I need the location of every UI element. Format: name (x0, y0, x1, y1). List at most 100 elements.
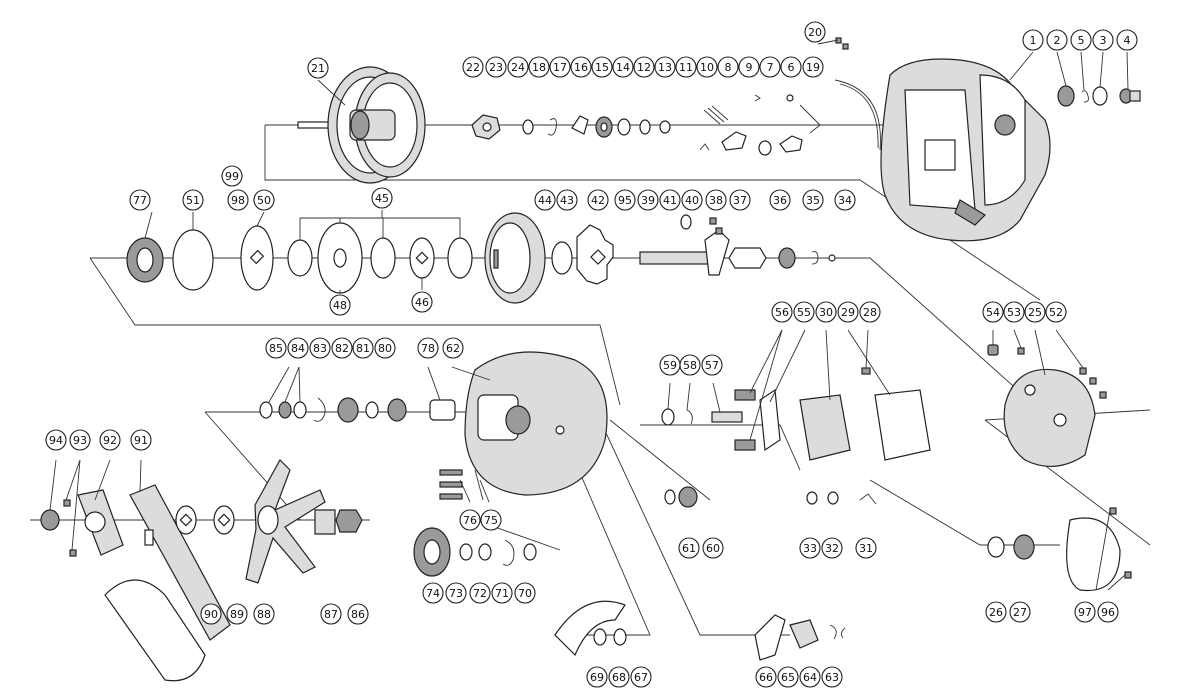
callout-circle (320, 603, 342, 625)
row4b-parts (413, 469, 698, 577)
callout-13: 13 (654, 56, 676, 78)
callout-52: 52 (1045, 301, 1067, 323)
callout-38: 38 (705, 189, 727, 211)
callout-number: 17 (553, 61, 567, 74)
callout-94: 94 (45, 429, 67, 451)
callout-82: 82 (331, 337, 353, 359)
callout-circle (1116, 29, 1138, 51)
callout-circle (837, 301, 859, 323)
callout-circle (309, 337, 331, 359)
callout-27: 27 (1009, 601, 1031, 623)
callout-98: 98 (227, 189, 249, 211)
callout-73: 73 (445, 582, 467, 604)
callout-number: 95 (618, 194, 632, 207)
callout-86: 86 (347, 603, 369, 625)
callout-circle (855, 537, 877, 559)
callout-number: 34 (838, 194, 852, 207)
callout-circle (802, 56, 824, 78)
callout-17: 17 (549, 56, 571, 78)
callout-69: 69 (586, 666, 608, 688)
callout-circle (982, 301, 1004, 323)
callout-circle (834, 189, 856, 211)
callout-circle (442, 337, 464, 359)
callout-number: 44 (538, 194, 552, 207)
callout-number: 19 (806, 61, 820, 74)
callout-circle (1009, 601, 1031, 623)
callout-number: 40 (685, 194, 699, 207)
callout-number: 1 (1030, 34, 1037, 47)
callout-59: 59 (659, 354, 681, 376)
callout-circle (331, 337, 353, 359)
callout-number: 54 (986, 306, 1000, 319)
callout-circle (587, 189, 609, 211)
callout-number: 14 (616, 61, 630, 74)
callout-circle (821, 666, 843, 688)
callout-78: 78 (417, 337, 439, 359)
callout-circle (815, 301, 837, 323)
callout-circle (681, 189, 703, 211)
callout-number: 8 (725, 61, 732, 74)
callout-circle (630, 666, 652, 688)
callout-number: 64 (803, 671, 817, 684)
callout-number: 76 (463, 514, 477, 527)
callout-circle (675, 56, 697, 78)
callout-14: 14 (612, 56, 634, 78)
callout-circle (69, 429, 91, 451)
callout-number: 50 (257, 194, 271, 207)
callout-62: 62 (442, 337, 464, 359)
callout-circle (45, 429, 67, 451)
callout-44: 44 (534, 189, 556, 211)
callout-number: 73 (449, 587, 463, 600)
callout-circle (705, 189, 727, 211)
callout-83: 83 (309, 337, 331, 359)
callout-58: 58 (679, 354, 701, 376)
callout-71: 71 (491, 582, 513, 604)
callout-43: 43 (556, 189, 578, 211)
leader-lines (49, 39, 1129, 591)
callout-circle (253, 603, 275, 625)
right-plate-52-54 (987, 344, 1107, 468)
callout-19: 19 (802, 56, 824, 78)
callout-circle (793, 301, 815, 323)
callout-60: 60 (702, 537, 724, 559)
callout-12: 12 (633, 56, 655, 78)
callout-number: 71 (495, 587, 509, 600)
callout-number: 57 (705, 359, 719, 372)
callout-25: 25 (1024, 301, 1046, 323)
callout-number: 65 (781, 671, 795, 684)
callout-circle (200, 603, 222, 625)
callout-number: 20 (808, 26, 822, 39)
callout-1: 1 (1022, 29, 1044, 51)
callout-18: 18 (528, 56, 550, 78)
callout-42: 42 (587, 189, 609, 211)
callout-9: 9 (738, 56, 760, 78)
callout-number: 35 (806, 194, 820, 207)
callout-number: 60 (706, 542, 720, 555)
callout-46: 46 (411, 291, 433, 313)
callout-circle (777, 666, 799, 688)
callout-number: 26 (989, 606, 1003, 619)
row4-parts (40, 459, 363, 682)
callout-number: 31 (859, 542, 873, 555)
callout-circle (859, 301, 881, 323)
callout-53: 53 (1003, 301, 1025, 323)
callout-45: 45 (371, 187, 393, 209)
callout-number: 72 (473, 587, 487, 600)
callout-number: 99 (225, 170, 239, 183)
callout-number: 36 (773, 194, 787, 207)
callout-40: 40 (681, 189, 703, 211)
callout-circle (129, 189, 151, 211)
callout-76: 76 (459, 509, 481, 531)
callout-70: 70 (514, 582, 536, 604)
callout-circle (659, 189, 681, 211)
callout-26: 26 (985, 601, 1007, 623)
callout-circle (679, 354, 701, 376)
callout-circle (654, 56, 676, 78)
callout-68: 68 (608, 666, 630, 688)
callout-number: 33 (803, 542, 817, 555)
callout-circle (633, 56, 655, 78)
callout-number: 55 (797, 306, 811, 319)
callout-circle (1074, 601, 1096, 623)
callout-circle (549, 56, 571, 78)
